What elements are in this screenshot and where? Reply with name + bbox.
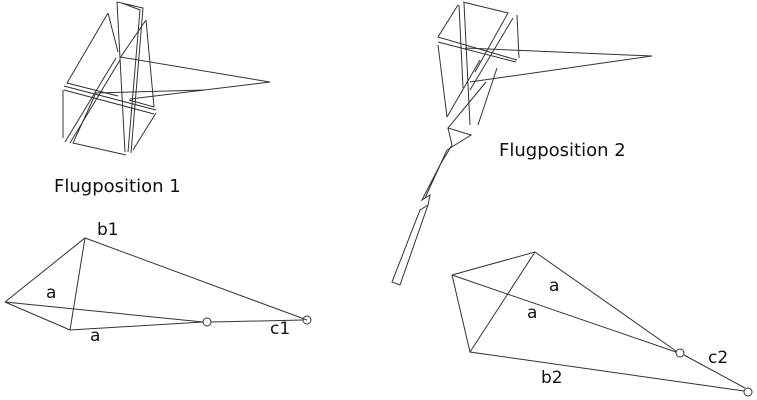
figure-1-title: Flugposition 1 bbox=[54, 176, 181, 197]
point-marker bbox=[302, 315, 312, 325]
geometry-diagram-1 bbox=[4, 237, 312, 331]
figure-2-title: Flugposition 2 bbox=[499, 140, 626, 161]
label-b1: b1 bbox=[97, 220, 119, 240]
point-marker bbox=[675, 348, 685, 358]
label-c1: c1 bbox=[270, 319, 290, 339]
label-c2: c2 bbox=[708, 348, 728, 368]
kite-1-drawing bbox=[62, 1, 271, 156]
label-a-lower-2: a bbox=[527, 303, 537, 323]
label-a-lower-1: a bbox=[90, 326, 100, 346]
point-marker bbox=[743, 387, 753, 397]
geometry-diagram-2 bbox=[451, 251, 753, 397]
label-a-upper-2: a bbox=[549, 276, 559, 296]
label-a-upper-1: a bbox=[46, 283, 56, 303]
point-marker bbox=[202, 317, 212, 327]
label-b2: b2 bbox=[541, 368, 563, 388]
kite-2-drawing bbox=[391, 1, 653, 286]
